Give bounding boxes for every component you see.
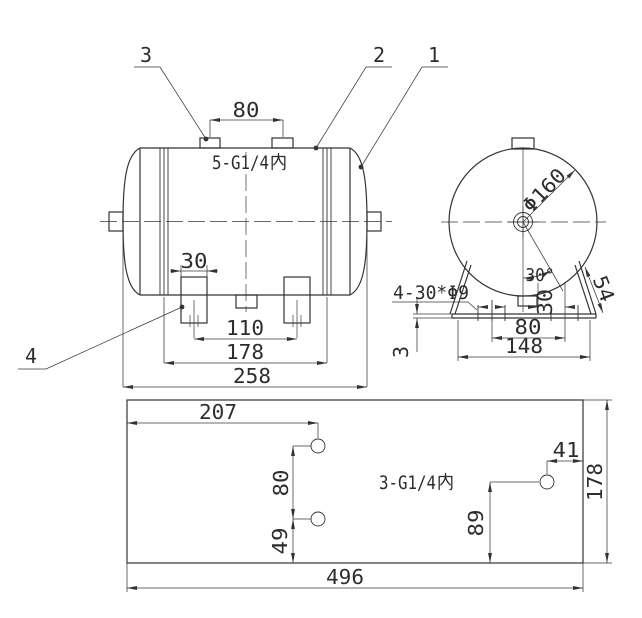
leader-dot [313, 145, 319, 151]
angle-arc [522, 270, 552, 280]
dim-text: 258 [233, 364, 271, 388]
base-plate [451, 313, 597, 319]
dim-text: 49 [268, 528, 292, 555]
dim-port3-x-41: 41 [546, 438, 583, 474]
leader-line [360, 66, 448, 168]
dim-text: 110 [226, 316, 264, 340]
leader-dot [179, 304, 185, 310]
dim-port1-x-207: 207 [127, 400, 319, 438]
dim-text: 80 [233, 98, 260, 122]
dim-overall-258: 258 [122, 234, 368, 389]
callout-number: 1 [428, 43, 440, 67]
thread-label-text: 3-G1/4 [379, 472, 436, 494]
dim-angle-30: 30° [522, 221, 564, 292]
dim-base-width-148: 148 [457, 320, 591, 361]
top-port-right [271, 137, 294, 149]
drain-port-bottom [235, 294, 258, 309]
dim-port2-y-49: 49 [268, 519, 295, 563]
leader-line [18, 306, 183, 370]
callout-number: 4 [25, 344, 37, 368]
dim-text: 80 [269, 470, 293, 497]
dim-text: 30 [533, 289, 557, 315]
extension-line [413, 313, 452, 319]
callout-1: 1 [358, 43, 448, 170]
dim-text: 41 [553, 438, 580, 462]
plan-view: 207 80 49 41 89 178 4 [126, 399, 612, 592]
callout-number: 3 [140, 43, 152, 67]
dim-foot-pitch-110: 110 [194, 316, 297, 341]
dim-port3-y-89: 89 [464, 481, 539, 563]
bottom-port [517, 295, 538, 307]
dim-text: 178 [226, 340, 264, 364]
dim-top-ports-80: 80 [209, 98, 284, 137]
angle-radial-line [522, 221, 564, 292]
dim-text: 207 [199, 400, 237, 424]
top-port-left [199, 137, 221, 149]
dim-text: 3 [389, 346, 413, 358]
slot-edge-ticks [477, 300, 579, 321]
extension-line [209, 120, 284, 137]
plan-port-3 [539, 474, 555, 490]
extension-line [163, 297, 328, 363]
support-leg-left [449, 260, 472, 315]
dim-port-offset-30: 30 [527, 289, 576, 315]
leader-line [315, 66, 392, 149]
dim-plate-thickness-3: 3 [389, 297, 452, 358]
foot-centermark-right [292, 300, 302, 338]
dim-length-496: 496 [126, 563, 584, 592]
end-view: Φ160 30° 54 4-30*Φ9 3 30 [389, 137, 620, 361]
dim-port-pitch-80: 80 [269, 445, 311, 520]
plan-outline [126, 399, 584, 564]
dimension-line [584, 266, 604, 314]
extension-line [122, 234, 368, 387]
dim-text: 148 [505, 334, 543, 358]
callout-3: 3 [134, 43, 209, 142]
dim-slot-pitch-80: 80 [491, 315, 565, 342]
side-view: 80 5-G1/4 30 110 178 258 3 [18, 43, 448, 389]
leader-line [293, 445, 311, 520]
leader-dot [358, 164, 364, 170]
dim-text: 178 [583, 463, 607, 501]
dim-text: 30° [526, 265, 555, 286]
dim-foot-width-30: 30 [170, 249, 218, 277]
callout-number: 2 [373, 43, 385, 67]
foot-centermark-left [189, 300, 199, 338]
extension-line [126, 563, 584, 592]
slot-note-text: 4-30*Φ9 [393, 282, 469, 304]
dim-weld-span-178: 178 [163, 297, 328, 365]
radial-dim-line [522, 169, 576, 223]
callout-2: 2 [313, 43, 392, 151]
leader-dot [203, 136, 209, 142]
thread-label-side: 5-G1/4 [212, 152, 286, 174]
thread-label-text: 5-G1/4 [212, 152, 269, 174]
thread-label-plan: 3-G1/4 [379, 472, 453, 494]
leader-line [134, 66, 207, 140]
dim-text: 89 [464, 510, 488, 537]
dim-text: 496 [326, 565, 364, 589]
callout-4: 4 [18, 304, 185, 370]
extension-line [457, 320, 591, 361]
dim-text: 30 [181, 249, 208, 273]
dim-depth-178: 178 [583, 399, 612, 564]
dim-text: 80 [515, 315, 542, 339]
